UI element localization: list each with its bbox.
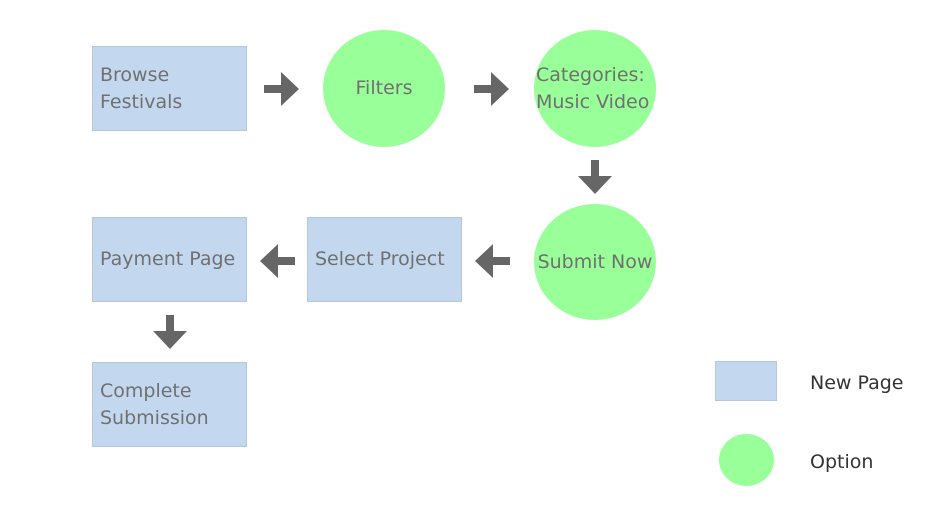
arrow-right-2	[474, 72, 509, 106]
legend-option-swatch	[719, 434, 774, 486]
arrow-down-1	[578, 160, 612, 194]
node-browse-festivals: Browse Festivals	[92, 46, 247, 131]
node-select-project: Select Project	[307, 217, 462, 302]
node-complete-submission-label: Complete Submission	[100, 379, 209, 429]
arrow-left-2	[260, 244, 295, 278]
node-payment-page: Payment Page	[92, 217, 247, 302]
node-categories-label: Categories: Music Video	[536, 63, 650, 113]
arrow-left-1	[475, 244, 510, 278]
arrow-down-2	[153, 315, 187, 349]
node-categories: Categories: Music Video	[534, 30, 656, 147]
node-complete-submission: Complete Submission	[92, 362, 247, 447]
legend-new-page-label: New Page	[810, 372, 904, 394]
node-select-project-label: Select Project	[315, 248, 445, 270]
node-browse-festivals-label: Browse Festivals	[100, 63, 183, 113]
node-submit-now: Submit Now	[534, 204, 656, 320]
node-filters-label: Filters	[355, 77, 413, 99]
legend-option-label: Option	[810, 451, 874, 473]
node-payment-page-label: Payment Page	[100, 248, 236, 270]
node-filters: Filters	[323, 30, 445, 147]
arrow-right-1	[264, 72, 299, 106]
legend-new-page-swatch	[715, 361, 777, 401]
node-submit-now-label: Submit Now	[537, 250, 653, 273]
